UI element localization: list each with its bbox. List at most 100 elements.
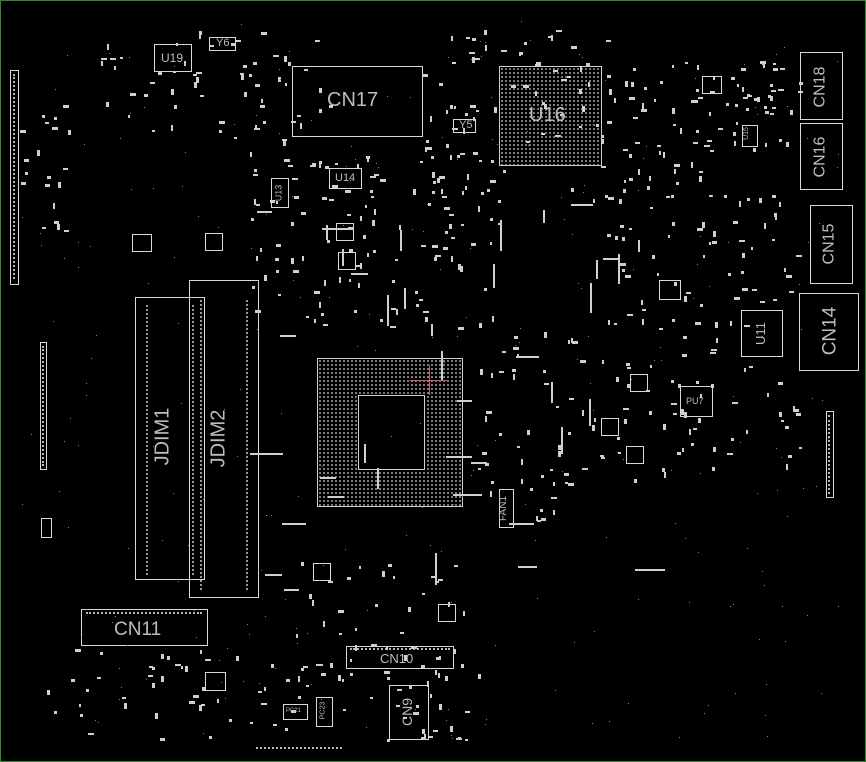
via-dot — [527, 131, 529, 133]
component-pu3[interactable] — [205, 672, 226, 691]
connector-cn17[interactable] — [292, 66, 423, 137]
via-dot — [323, 564, 325, 566]
connector-cn16[interactable] — [800, 123, 843, 190]
smd-pad — [174, 663, 181, 666]
component-fan1[interactable] — [499, 489, 514, 528]
smd-pad — [392, 575, 395, 579]
smd-pad — [682, 353, 688, 357]
smd-pad — [403, 716, 408, 719]
smd-pad — [151, 666, 155, 670]
dimm-slot-jdim1[interactable] — [135, 297, 205, 580]
smd-pad — [697, 65, 700, 71]
via-dot — [519, 341, 521, 343]
left-mid-connector[interactable] — [40, 342, 47, 470]
smd-pad — [228, 719, 232, 723]
smd-pad — [196, 77, 200, 84]
smd-pad — [303, 666, 309, 669]
smd-pad — [129, 92, 136, 96]
smd-pad — [330, 662, 334, 668]
smd-pad — [633, 116, 639, 119]
smd-pad — [582, 105, 586, 112]
connector-cn14[interactable] — [799, 293, 859, 371]
via-dot — [224, 697, 226, 699]
smd-pad — [41, 226, 46, 229]
via-dot — [265, 213, 267, 215]
via-dot — [490, 96, 492, 98]
component-u13[interactable] — [271, 178, 289, 208]
via-dot — [127, 547, 129, 549]
trace-segment — [492, 264, 495, 288]
connector-cn15[interactable] — [810, 205, 853, 284]
smd-pad — [387, 739, 391, 743]
smd-pad — [613, 322, 617, 325]
smd-pad — [105, 102, 109, 108]
smd-pad — [249, 73, 253, 77]
smd-pad — [256, 255, 259, 261]
smd-pad — [251, 217, 255, 221]
label-u15: U15 — [742, 127, 750, 140]
left-edge-connector[interactable] — [10, 70, 19, 285]
via-dot — [349, 412, 351, 414]
via-dot — [766, 735, 768, 737]
dimm-slot-jdim2[interactable] — [189, 280, 259, 598]
smd-pad — [673, 163, 680, 167]
smd-pad — [355, 645, 358, 652]
smd-pad — [350, 672, 354, 676]
smd-pad — [536, 519, 541, 522]
smd-pad — [166, 656, 170, 661]
via-dot — [177, 580, 179, 582]
smd-pad — [777, 381, 783, 385]
smd-pad — [696, 89, 700, 93]
component-u14[interactable] — [329, 168, 362, 189]
trace-segment — [570, 204, 594, 206]
component-pu7[interactable] — [680, 386, 713, 417]
smd-pad — [771, 89, 777, 92]
smd-pad — [243, 91, 247, 97]
component-u15[interactable] — [742, 125, 758, 147]
smd-pad — [114, 65, 117, 70]
part-small-11 — [438, 604, 456, 622]
smd-pad — [570, 188, 574, 193]
smd-pad — [608, 319, 611, 325]
smd-pad — [431, 575, 436, 578]
chip-u16[interactable] — [499, 66, 602, 166]
via-dot — [527, 144, 529, 146]
smd-pad — [161, 676, 165, 682]
smd-pad — [158, 72, 163, 76]
smd-pad — [285, 728, 289, 732]
smd-pad — [369, 175, 376, 178]
right-edge-connector[interactable] — [826, 411, 834, 498]
smd-pad — [547, 35, 552, 38]
component-u11[interactable] — [741, 310, 783, 357]
trace-segment — [542, 210, 545, 224]
smd-pad — [433, 181, 437, 185]
via-dot — [699, 472, 701, 474]
trace-segment — [282, 522, 307, 525]
via-dot — [146, 679, 148, 681]
via-dot — [187, 545, 189, 547]
via-dot — [224, 408, 226, 410]
smd-pad — [195, 71, 202, 74]
smd-pad — [381, 570, 385, 577]
connector-cn18[interactable] — [800, 52, 843, 120]
component-u19[interactable] — [154, 44, 192, 72]
connector-cn11[interactable] — [81, 609, 208, 646]
connector-cn10[interactable] — [346, 646, 454, 669]
smd-pad — [346, 577, 351, 581]
via-dot — [732, 395, 734, 397]
via-dot — [255, 114, 257, 116]
smd-pad — [261, 703, 268, 706]
smd-pad — [274, 257, 279, 261]
component-y6[interactable] — [209, 37, 236, 51]
smd-pad — [119, 56, 123, 59]
component-pc21[interactable] — [283, 704, 308, 720]
trace-segment — [377, 468, 380, 490]
smd-pad — [283, 158, 290, 162]
component-pc23[interactable] — [316, 697, 333, 727]
via-dot — [786, 516, 788, 518]
jdim2-pins-b — [246, 300, 248, 590]
label-y6: Y6 — [216, 37, 230, 49]
via-dot — [645, 146, 647, 148]
smd-pad — [521, 479, 524, 485]
smd-pad — [424, 146, 427, 152]
